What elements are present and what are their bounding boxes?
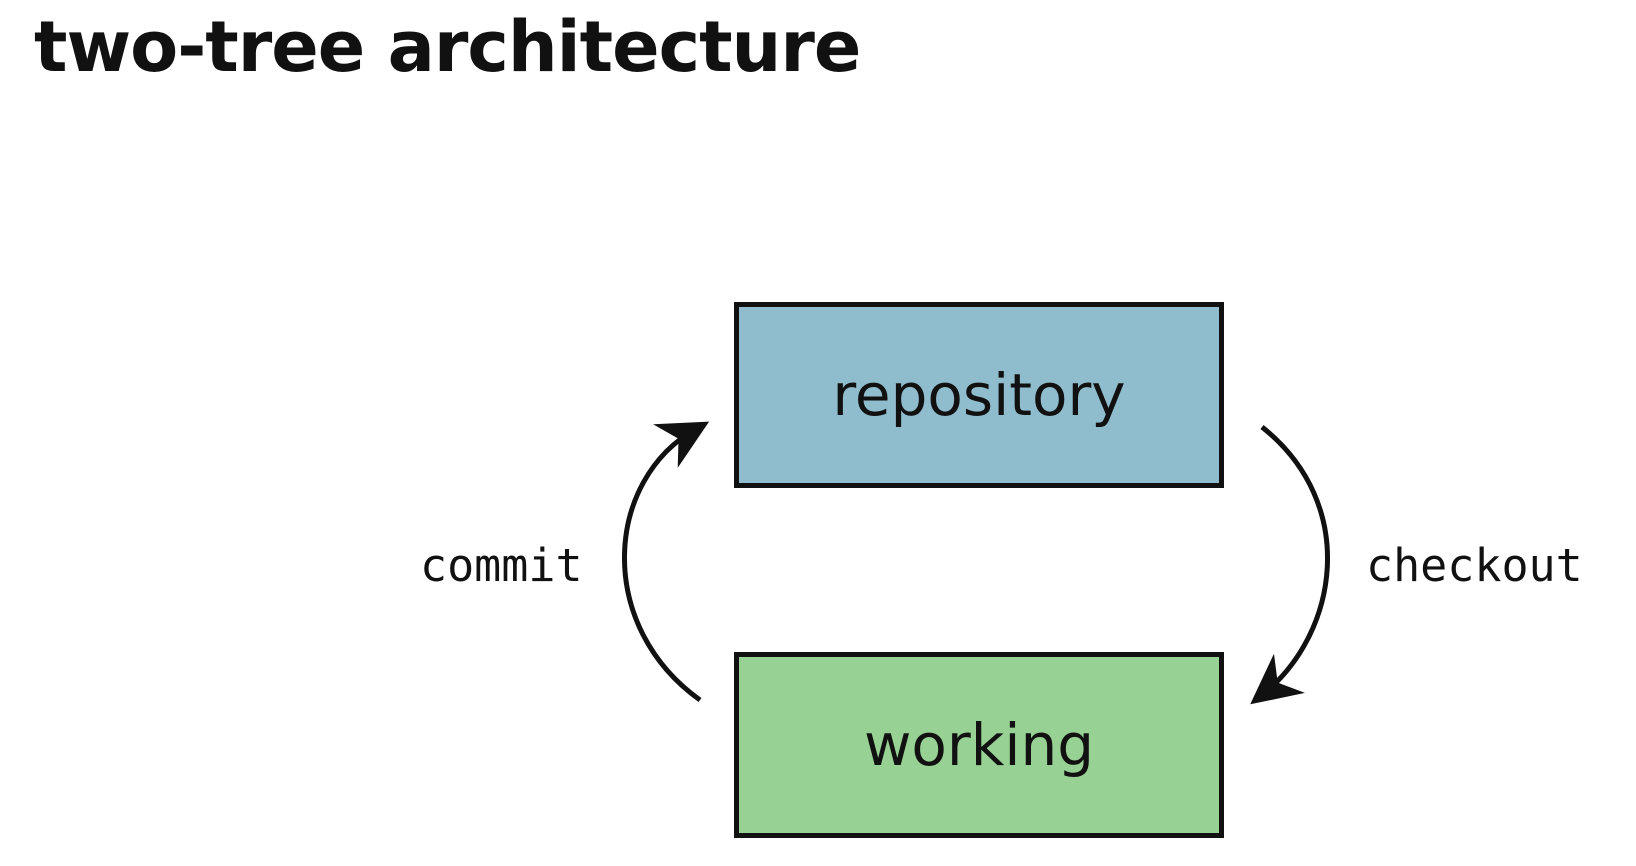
commit-arrow — [622, 421, 710, 703]
working-node: working — [734, 652, 1224, 838]
repository-node-label: repository — [832, 361, 1126, 429]
slide-title: two-tree architecture — [34, 6, 861, 88]
checkout-label: checkout — [1366, 539, 1583, 592]
commit-label: commit — [420, 539, 583, 592]
repository-node: repository — [734, 302, 1224, 488]
checkout-arrow — [1250, 425, 1331, 705]
working-node-label: working — [863, 711, 1095, 779]
